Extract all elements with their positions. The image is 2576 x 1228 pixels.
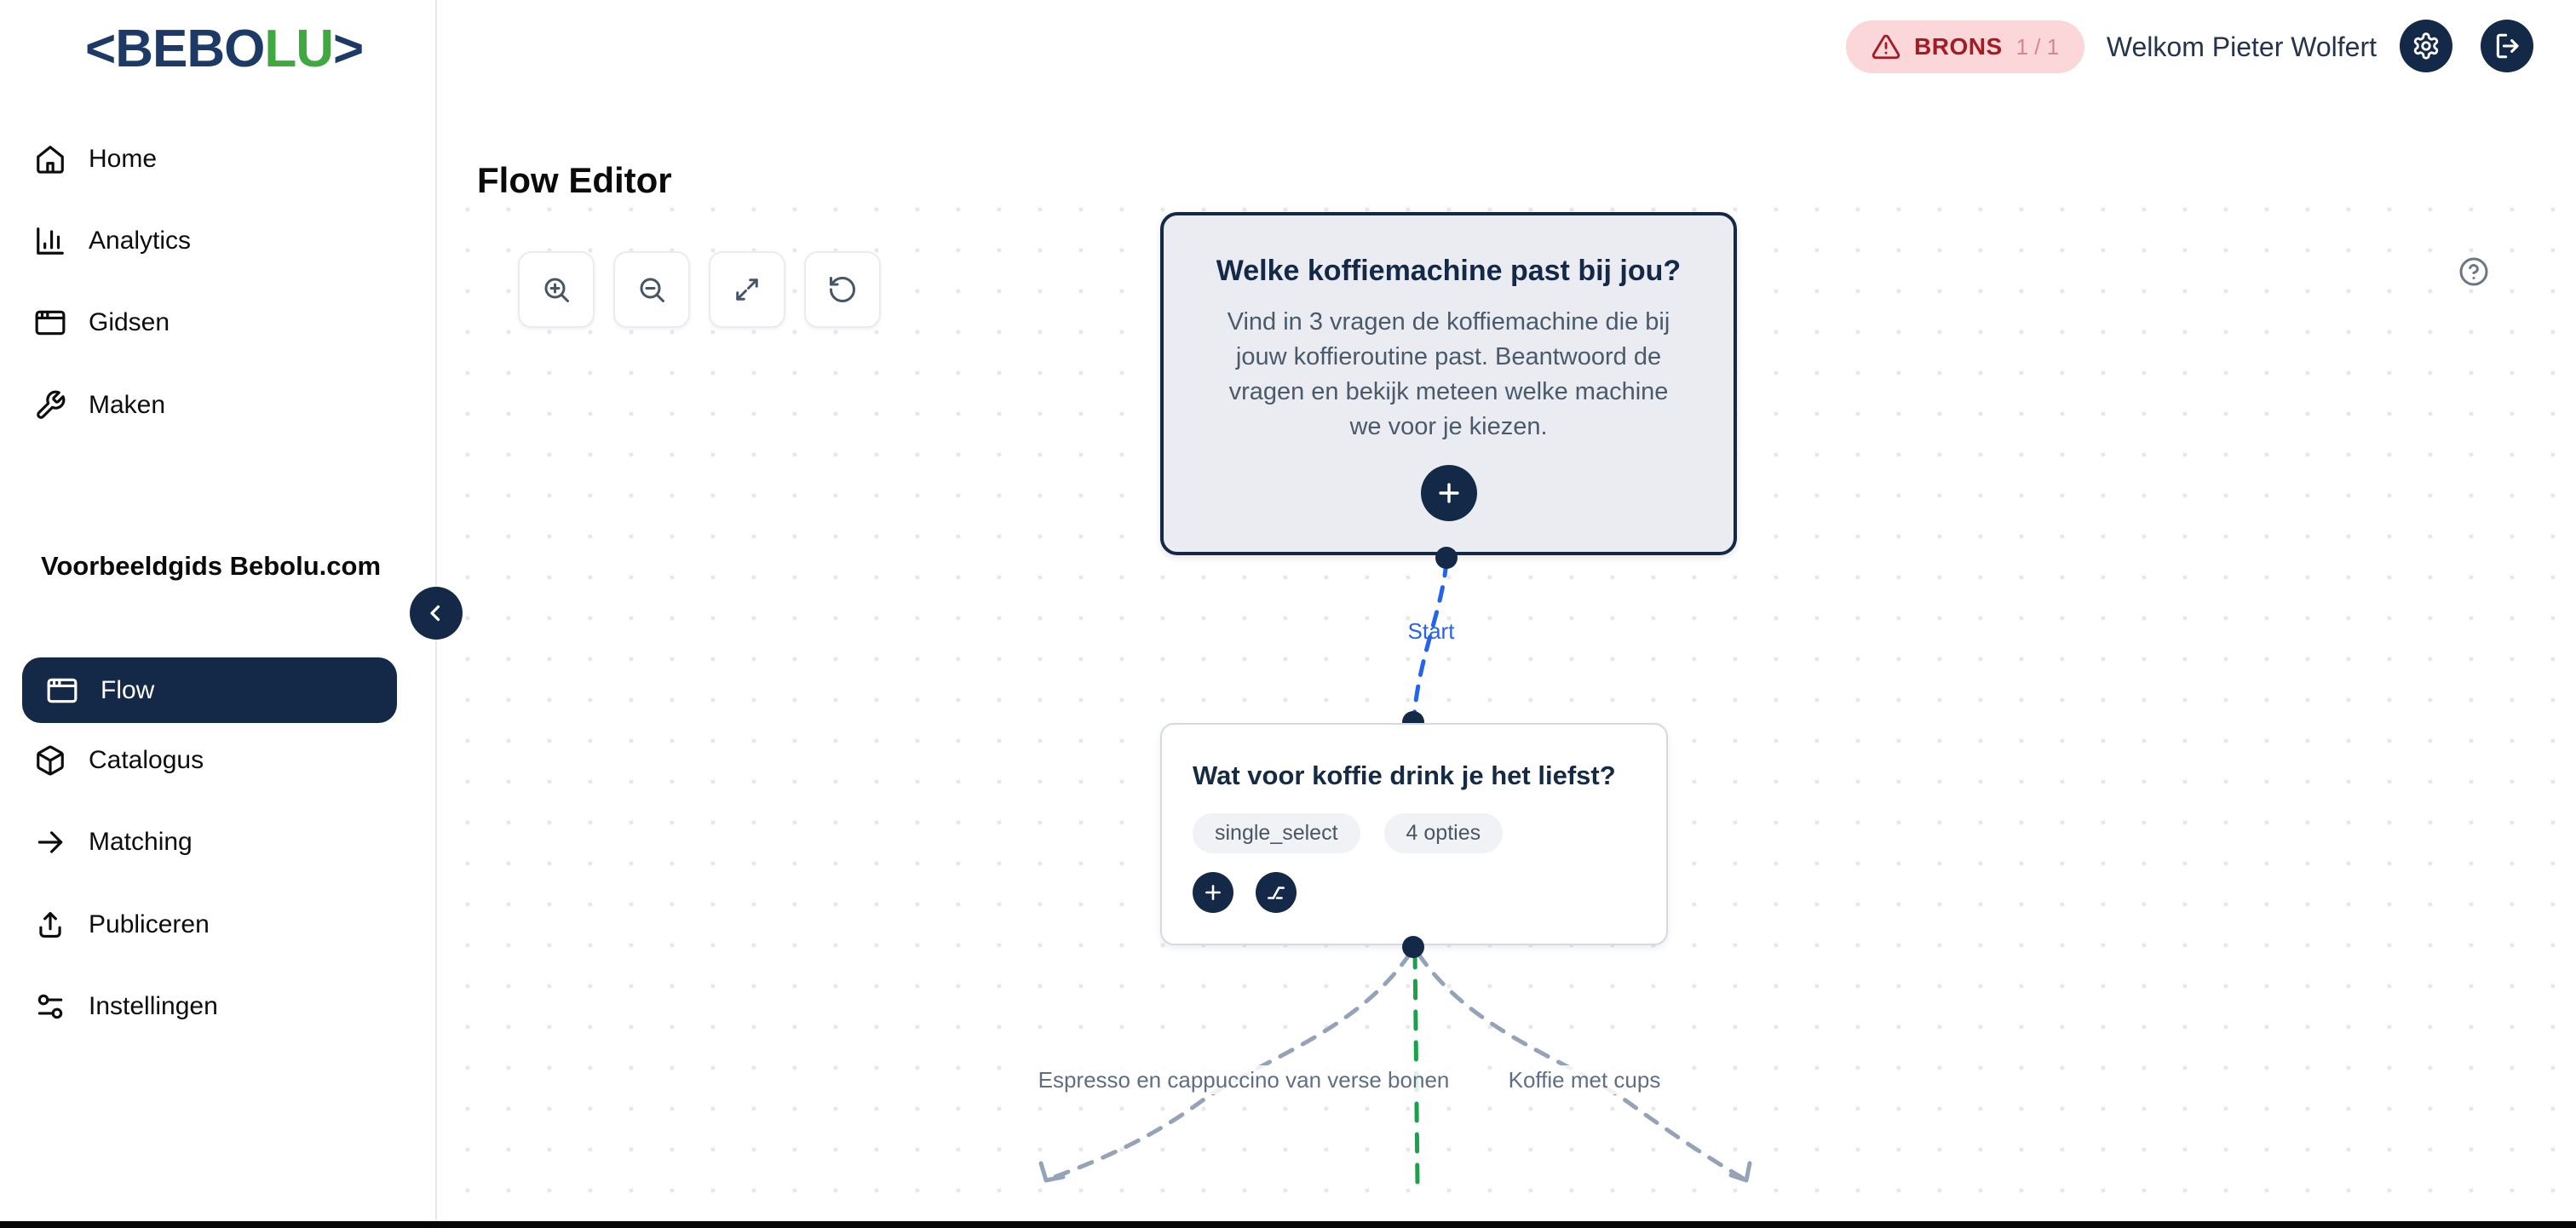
sidebar-item-matching[interactable]: Matching xyxy=(34,826,193,858)
sidebar-item-label: Instellingen xyxy=(89,992,218,1020)
sidebar-item-maken[interactable]: Maken xyxy=(34,389,165,422)
sidebar-item-label: Home xyxy=(89,145,158,173)
zoom-in-button[interactable] xyxy=(518,251,595,328)
logout-icon xyxy=(2493,32,2521,60)
welcome-text: Welkom Pieter Wolfert xyxy=(2106,31,2377,62)
plus-icon xyxy=(1202,881,1224,904)
fit-view-button[interactable] xyxy=(709,251,785,328)
edge-label-right[interactable]: Koffie met cups xyxy=(1448,1065,1721,1094)
badge-count: 1 / 1 xyxy=(2015,33,2060,60)
type-chip: single_select xyxy=(1193,813,1360,853)
bottom-edge-bar xyxy=(0,1221,2576,1228)
add-option-button[interactable] xyxy=(1193,872,1233,913)
status-badge[interactable]: BRONS 1 / 1 xyxy=(1846,20,2085,73)
add-node-button[interactable] xyxy=(1420,465,1477,521)
sidebar-item-label: Catalogus xyxy=(89,746,204,774)
node-description: Vind in 3 vragen de koffiemachine die bi… xyxy=(1227,308,1670,440)
flow-toolbar xyxy=(518,251,881,328)
wrench-icon xyxy=(34,389,66,422)
sidebar-item-catalogus[interactable]: Catalogus xyxy=(34,744,204,777)
reset-view-button[interactable] xyxy=(804,251,881,328)
chevron-left-icon xyxy=(423,600,449,626)
zoom-in-icon xyxy=(541,274,572,305)
zoom-out-button[interactable] xyxy=(613,251,690,328)
sidebar-item-analytics[interactable]: Analytics xyxy=(34,225,191,257)
sidebar-item-publiceren[interactable]: Publiceren xyxy=(34,909,210,941)
sidebar-item-label: Flow xyxy=(101,675,155,704)
app-window-icon xyxy=(34,307,66,339)
app-window-icon xyxy=(46,674,78,707)
edge-label-start[interactable]: Start xyxy=(1407,618,1455,644)
package-icon xyxy=(34,744,66,777)
rotate-ccw-icon xyxy=(827,274,858,305)
sidebar-item-label: Maken xyxy=(89,391,166,419)
flow-node-question[interactable]: Wat voor koffie drink je het liefst? sin… xyxy=(1160,723,1668,945)
settings-button[interactable] xyxy=(2400,20,2452,72)
sidebar-item-label: Analytics xyxy=(89,227,192,255)
sidebar: <BEBOLU> Home Analytics Gidsen Maken Voo… xyxy=(0,0,437,1228)
node-chips: single_select 4 opties xyxy=(1193,813,1666,853)
logout-button[interactable] xyxy=(2481,20,2533,72)
sliders-icon xyxy=(34,990,66,1023)
arrow-right-icon xyxy=(34,826,66,858)
logo-segment: <BEBO xyxy=(85,20,265,78)
gear-icon xyxy=(2412,32,2441,60)
edge-label-left[interactable]: Espresso en cappuccino van verse bonen xyxy=(1022,1065,1465,1094)
sidebar-item-home[interactable]: Home xyxy=(34,143,157,175)
sidebar-item-label: Matching xyxy=(89,828,193,856)
logo-segment: LU xyxy=(264,20,334,78)
zoom-out-icon xyxy=(636,274,667,305)
branch-logic-button[interactable] xyxy=(1256,872,1297,913)
node-title: Welke koffiemachine past bij jou? xyxy=(1216,255,1682,287)
bebolu-logo: <BEBOLU> xyxy=(85,19,364,79)
plus-icon xyxy=(1435,479,1463,508)
step-function-icon xyxy=(1265,881,1287,904)
node-title: Wat voor koffie drink je het liefst? xyxy=(1193,760,1616,790)
expand-diagonal-icon xyxy=(732,274,762,305)
badge-level: BRONS xyxy=(1914,33,2003,60)
sidebar-section-title: Voorbeeldgids Bebolu.com xyxy=(41,551,382,581)
bar-chart-icon xyxy=(34,225,66,257)
upload-icon xyxy=(34,909,66,941)
help-icon[interactable] xyxy=(2458,256,2489,287)
sidebar-item-flow[interactable]: Flow xyxy=(22,657,397,723)
page-title: Flow Editor xyxy=(477,160,672,201)
warning-triangle-icon xyxy=(1872,32,1900,61)
node-handle[interactable] xyxy=(1402,936,1424,958)
logo-segment: > xyxy=(333,20,364,78)
sidebar-collapse-button[interactable] xyxy=(410,587,463,640)
node-handle[interactable] xyxy=(1435,547,1458,569)
sidebar-item-label: Publiceren xyxy=(89,910,210,938)
options-chip: 4 opties xyxy=(1383,813,1504,853)
sidebar-item-label: Gidsen xyxy=(89,308,170,336)
home-icon xyxy=(34,143,66,175)
sidebar-item-gidsen[interactable]: Gidsen xyxy=(34,307,170,339)
flow-node-intro[interactable]: Welke koffiemachine past bij jou? Vind i… xyxy=(1160,212,1737,555)
sidebar-item-instellingen[interactable]: Instellingen xyxy=(34,990,218,1023)
